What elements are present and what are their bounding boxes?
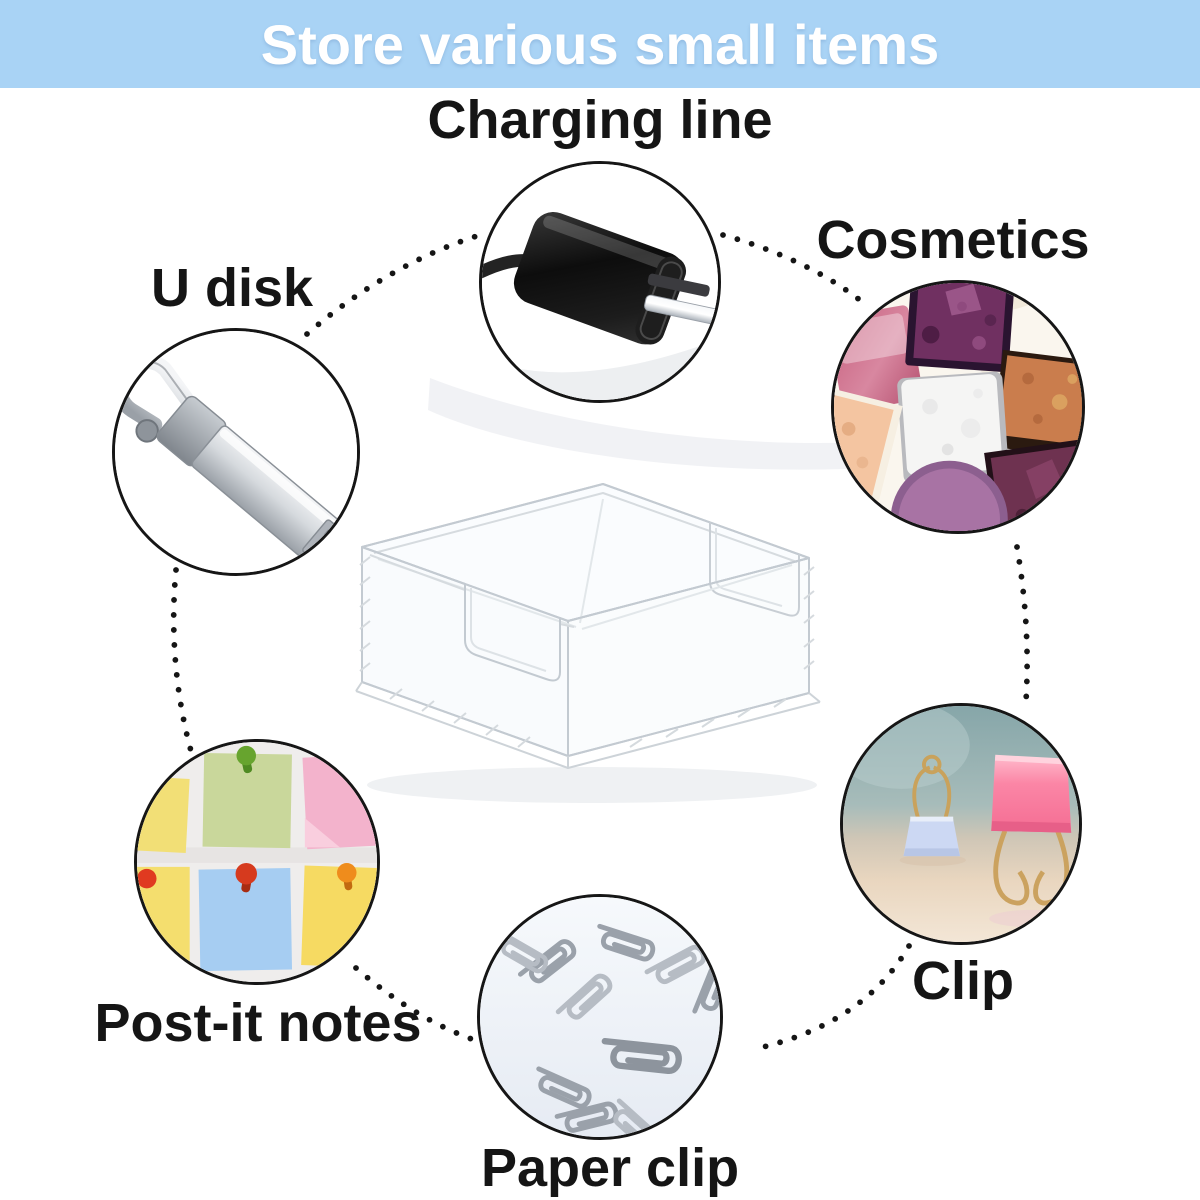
- usb-drive-photo: [115, 331, 357, 573]
- charger-photo: [482, 164, 718, 400]
- paper-clips-photo: [480, 897, 720, 1137]
- round-powder-compact: [890, 460, 1008, 531]
- sticky-notes-photo: [137, 742, 377, 982]
- connector-cosmetics-clip: [1014, 544, 1031, 704]
- yellow-note: [137, 775, 190, 854]
- banner-title: Store various small items: [260, 12, 940, 76]
- banner: Store various small items: [0, 0, 1200, 88]
- connector-udisk-postit: [170, 567, 194, 754]
- acrylic-sticky-note-holder: [330, 455, 875, 815]
- green-note: [202, 745, 292, 849]
- label-post-it-notes: Post-it notes: [94, 993, 422, 1053]
- bubble-cosmetics: [831, 280, 1085, 534]
- bubble-clip: [840, 703, 1082, 945]
- small-binder-clip: [903, 754, 961, 857]
- bubble-charging-line: [479, 161, 721, 403]
- label-cosmetics: Cosmetics: [816, 210, 1090, 270]
- white-powder-cube: [897, 371, 1009, 484]
- acrylic-holder-drawing: [355, 483, 821, 803]
- binder-clips-photo: [843, 706, 1079, 942]
- connector-charger-cosmetics: [720, 232, 864, 304]
- purple-eyeshadow-cube: [905, 283, 1015, 373]
- bubble-post-it-notes: [134, 739, 380, 985]
- cosmetics-photo: [834, 283, 1082, 531]
- orange-eyeshadow-cube: [991, 349, 1082, 459]
- label-charging-line: Charging line: [427, 90, 773, 150]
- connector-clip-paperclip: [760, 943, 912, 1050]
- label-paper-clip: Paper clip: [480, 1138, 740, 1198]
- blue-note: [198, 862, 293, 972]
- usb-drive-body: [115, 354, 352, 572]
- label-clip: Clip: [912, 951, 1014, 1011]
- bubble-u-disk: [112, 328, 360, 576]
- label-u-disk: U disk: [150, 258, 314, 318]
- connector-udisk-charger: [304, 233, 480, 337]
- bubble-paper-clip: [477, 894, 723, 1140]
- large-pink-binder-clip: [991, 754, 1072, 906]
